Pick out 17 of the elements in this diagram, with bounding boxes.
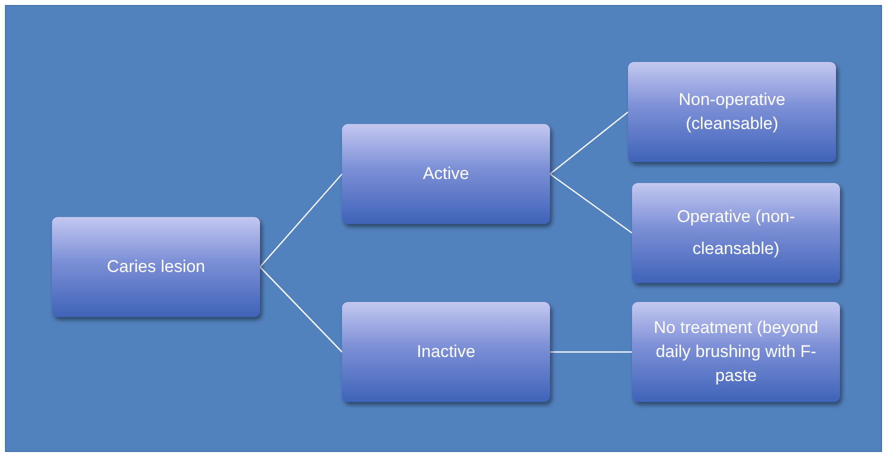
box-label: Non-operative (cleansable) [678,89,786,135]
box-label: Caries lesion [106,256,206,278]
connector-line [550,351,632,353]
box-label: No treatment (beyond daily brushing with F-paste [652,317,820,387]
connector-line [260,266,342,352]
connector-line [550,173,632,234]
process-box [342,124,550,224]
process-box [342,302,550,402]
process-box [632,183,840,283]
process-box [52,217,260,317]
box-label: Operative (non-cleansable) [676,206,796,260]
connector-line [260,174,342,268]
connector-line [550,112,628,174]
process-box [632,302,840,402]
process-box [628,62,836,162]
box-label: Inactive [416,341,476,363]
box-label: Active [422,163,470,185]
